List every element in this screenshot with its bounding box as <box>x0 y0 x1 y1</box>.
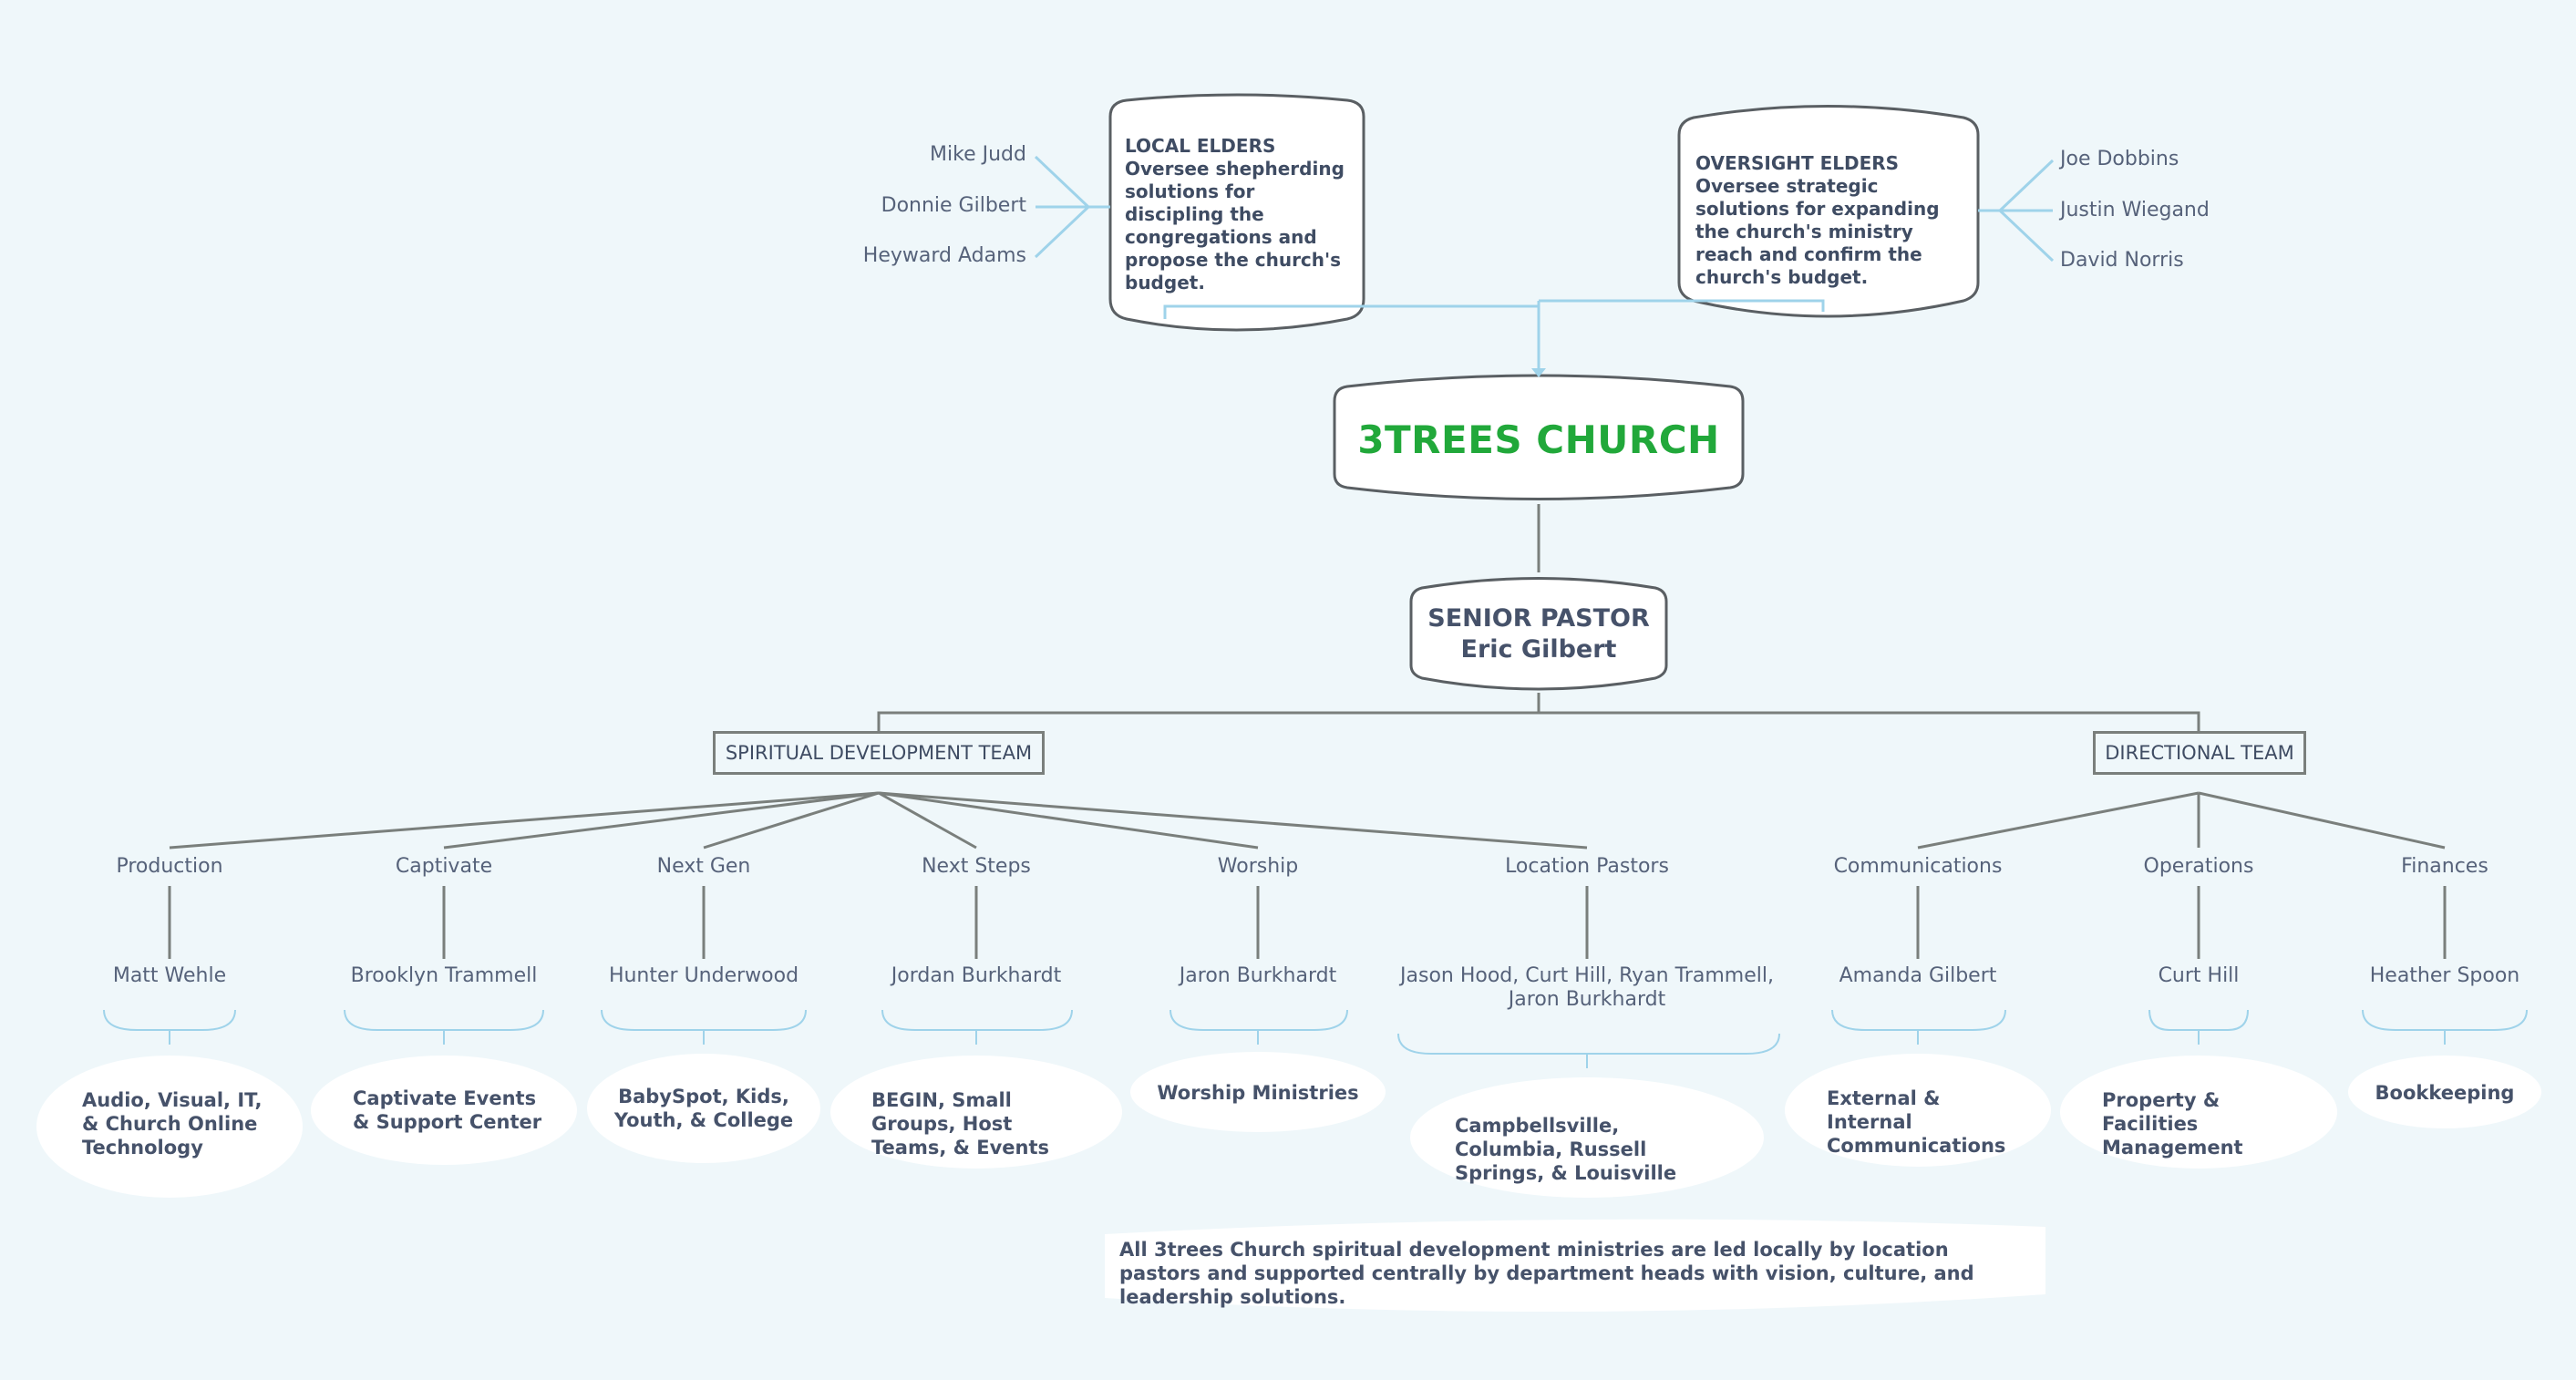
oversight-elders-description: Oversee strategic solutions for expandin… <box>1695 175 1940 288</box>
department-leader: Hunter Underwood <box>608 964 799 987</box>
department-leader: Jordan Burkhardt <box>891 964 1062 987</box>
oversight-elder-name: David Norris <box>2060 249 2184 272</box>
directional-team-box: DIRECTIONAL TEAM <box>2093 731 2306 775</box>
ministry-label: Property & Facilities Management <box>2102 1089 2243 1159</box>
senior-pastor-node: SENIOR PASTOR Eric Gilbert <box>1410 591 1667 678</box>
ministry-label: External & Internal Communications <box>1827 1087 2006 1157</box>
department-leader: Jaron Burkhardt <box>1179 964 1337 987</box>
department-name: Location Pastors <box>1505 855 1669 878</box>
oversight-elders-heading: OVERSIGHT ELDERS <box>1695 152 1900 174</box>
department-leader: Matt Wehle <box>112 964 227 987</box>
footnote-text: All 3trees Church spiritual development … <box>1119 1239 1974 1308</box>
senior-pastor-title: SENIOR PASTOR <box>1427 604 1650 633</box>
department-name: Next Gen <box>656 855 751 878</box>
oversight-elders-shape <box>1677 105 1980 318</box>
department-leader: Heather Spoon <box>2369 964 2520 987</box>
ministry-label: Campbellsville, Columbia, Russell Spring… <box>1455 1115 1677 1184</box>
senior-pastor-name: Eric Gilbert <box>1460 635 1617 664</box>
department-name: Next Steps <box>922 855 1031 878</box>
local-elder-name: Mike Judd <box>930 143 1026 166</box>
ministry-label: Captivate Events & Support Center <box>353 1087 542 1133</box>
spiritual-development-team-box: SPIRITUAL DEVELOPMENT TEAM <box>713 731 1045 775</box>
ministry-label: Audio, Visual, IT, & Church Online Techn… <box>82 1089 263 1159</box>
elder-connectors <box>1034 155 2055 377</box>
ministry-label: BabySpot, Kids, Youth, & College <box>613 1086 794 1131</box>
department-leader: Brooklyn Trammell <box>350 964 538 987</box>
department-name: Operations <box>2143 855 2254 878</box>
department-leader: Curt Hill <box>2158 964 2240 987</box>
local-elders-box: LOCAL ELDERS Oversee shepherding solutio… <box>1125 135 1355 294</box>
oversight-elder-name: Justin Wiegand <box>2060 199 2210 221</box>
department-name: Captivate <box>395 855 493 878</box>
local-elders-heading: LOCAL ELDERS <box>1125 135 1276 157</box>
senior-pastor-shape <box>1409 577 1668 691</box>
ministry-label: Bookkeeping <box>2375 1082 2515 1104</box>
local-elder-name: Heyward Adams <box>862 244 1026 267</box>
local-elders-shape <box>1108 93 1365 332</box>
department-name: Communications <box>1833 855 2003 878</box>
oversight-elders-box: OVERSIGHT ELDERS Oversee strategic solut… <box>1695 152 1969 289</box>
department-leader: Amanda Gilbert <box>1839 964 1997 987</box>
local-elders-description: Oversee shepherding solutions for discip… <box>1125 158 1345 294</box>
brace-connectors <box>103 1009 2528 1068</box>
department-name: Production <box>116 855 223 878</box>
church-shape <box>1333 374 1745 500</box>
tree-connectors <box>168 504 2447 959</box>
church-title: 3TREES CHURCH <box>1357 417 1720 462</box>
department-leader: Jason Hood, Curt Hill, Ryan Trammell, Ja… <box>1400 964 1774 1011</box>
local-elder-name: Donnie Gilbert <box>881 194 1026 217</box>
footnote-shape <box>1105 1219 2045 1313</box>
oversight-elder-name: Joe Dobbins <box>2060 148 2179 170</box>
ministry-label: Worship Ministries <box>1157 1082 1359 1104</box>
ministry-label: BEGIN, Small Groups, Host Teams, & Event… <box>871 1089 1050 1159</box>
ministry-ellipses <box>36 1052 2541 1198</box>
department-name: Finances <box>2401 855 2488 878</box>
department-name: Worship <box>1217 855 1299 878</box>
